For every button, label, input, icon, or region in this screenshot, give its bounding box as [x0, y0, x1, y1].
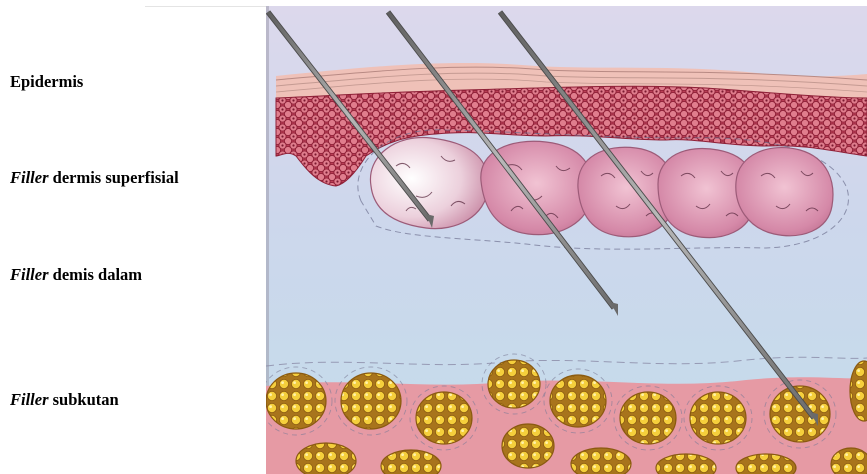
skin-cross-section-illustration [266, 6, 867, 474]
label-filler-word: Filler [10, 168, 49, 187]
label-epidermis: Epidermis [10, 74, 83, 91]
label-subcutaneous-rest: subkutan [49, 390, 119, 409]
label-deep-rest: demis dalam [49, 265, 143, 284]
label-epidermis-text: Epidermis [10, 72, 83, 91]
superficial-filler [370, 138, 833, 238]
label-filler-superficial-dermis: Filler dermis superfisial [10, 170, 179, 187]
label-filler-word: Filler [10, 265, 49, 284]
label-superficial-rest: dermis superfisial [49, 168, 179, 187]
divider-line [145, 6, 267, 7]
label-filler-word: Filler [10, 390, 49, 409]
label-filler-subcutaneous: Filler subkutan [10, 392, 119, 409]
label-filler-deep-dermis: Filler demis dalam [10, 267, 142, 284]
